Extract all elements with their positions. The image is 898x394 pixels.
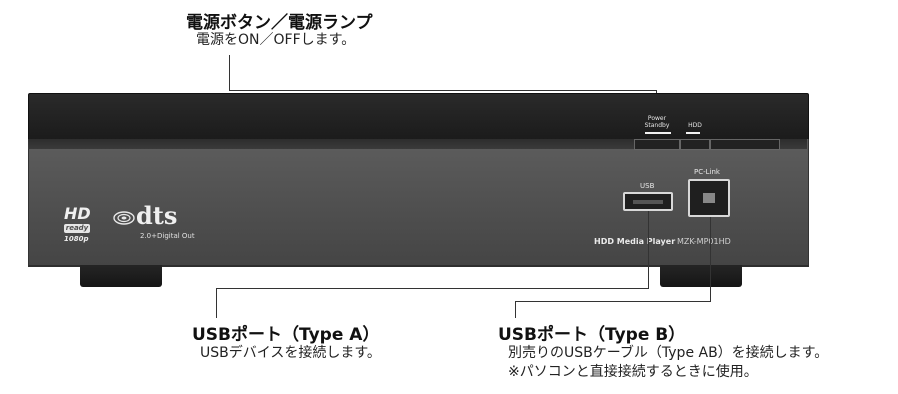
usb-b-connector <box>703 193 715 203</box>
power-callout-title: 電源ボタン／電源ランプ <box>186 13 373 33</box>
usb-b-leader-horizontal <box>515 301 711 302</box>
model-number: MZK-MP01HD <box>677 237 731 246</box>
device-right-foot <box>660 265 742 287</box>
hdd-lamp <box>686 132 700 134</box>
usb-b-callout-desc-2: ※パソコンと直接接続するときに使用。 <box>508 364 758 380</box>
usb-type-a-port[interactable] <box>623 192 673 211</box>
dts-symbol-icon <box>113 211 135 225</box>
power-button[interactable] <box>634 139 680 150</box>
usb-a-leader-vertical <box>648 211 649 288</box>
power-leader-horizontal <box>229 90 656 91</box>
hd-resolution-label: 1080p <box>64 235 89 243</box>
dts-sub-label: 2.0+Digital Out <box>140 232 195 240</box>
hdd-label: HDD <box>688 122 702 129</box>
usb-a-leader-drop <box>216 288 217 318</box>
hd-logo: HD <box>64 204 91 223</box>
hdd-indicator-slot <box>680 139 710 150</box>
power-label: Power <box>647 115 667 122</box>
standby-label: Standby <box>644 122 670 129</box>
power-leader-vertical <box>229 55 230 91</box>
usb-a-leader-horizontal <box>216 288 649 289</box>
usb-a-callout-title: USBポート（Type A） <box>192 325 380 345</box>
model-name: HDD Media Player <box>594 237 676 246</box>
usb-port-label: USB <box>640 182 655 190</box>
dts-logo: dts <box>136 201 178 230</box>
usb-b-callout-desc-1: 別売りのUSBケーブル（Type AB）を接続します。 <box>508 345 829 361</box>
device-front-strip <box>28 139 807 149</box>
usb-a-connector <box>633 200 663 204</box>
front-panel-slot <box>710 139 780 150</box>
device-left-foot <box>80 265 162 287</box>
device-front-panel <box>28 139 809 267</box>
usb-a-callout-desc: USBデバイスを接続します。 <box>200 345 381 361</box>
power-callout-desc: 電源をON／OFFします。 <box>196 32 356 48</box>
usb-b-callout-title: USBポート（Type B） <box>498 325 686 345</box>
usb-b-leader-vertical <box>710 217 711 301</box>
usb-type-b-port[interactable] <box>688 179 730 217</box>
pclink-port-label: PC-Link <box>694 168 720 176</box>
usb-b-leader-drop <box>515 301 516 318</box>
power-lamp <box>645 132 671 134</box>
hd-ready-badge: ready <box>64 224 90 233</box>
